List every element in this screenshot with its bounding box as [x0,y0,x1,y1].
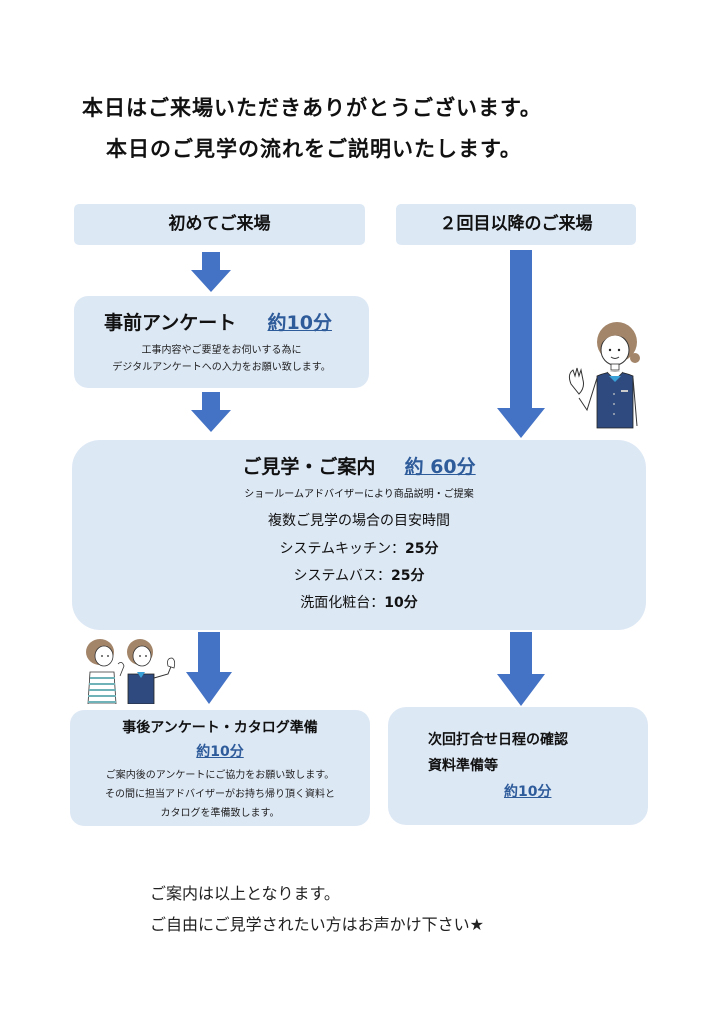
post-survey-title: 事後アンケート・カタログ準備 [122,720,318,736]
arrow-down-icon [191,252,231,292]
pre-survey-desc-2: デジタルアンケートへの入力をお願い致します。 [112,362,331,373]
repeat-visit-box: ２回目以降のご来場 [396,204,636,245]
tour-item-time: 10分 [384,595,418,611]
tour-duration: 約 60分 [404,456,476,478]
post-survey-desc-3: カタログを準備致します。 [160,808,280,819]
tour-item-label: システムキッチン： [279,541,406,557]
post-survey-desc-1: ご案内後のアンケートにご協力をお願い致します。 [105,770,335,781]
tour-item-bath: システムバス：25分 [72,565,646,585]
arrow-down-icon [186,632,232,704]
repeat-visit-label: ２回目以降のご来場 [439,214,593,234]
tour-guide-title: 複数ご見学の場合の目安時間 [268,513,450,529]
staff-waving-illustration [565,318,647,434]
footer-line-1: ご案内は以上となります。 [150,884,340,903]
next-meeting-line-1: 次回打合せ日程の確認 [428,732,568,748]
footer-line-2: ご自由にご見学されたい方はお声かけ下さい★ [150,915,485,934]
greeting-line-1: 本日はご来場いただきありがとうございます。 [82,96,542,120]
pre-survey-box: 事前アンケート 約10分 工事内容やご要望をお伺いする為に デジタルアンケートへ… [74,296,369,388]
first-visit-label: 初めてご来場 [168,214,271,234]
greeting-line-2: 本日のご見学の流れをご説明いたします。 [106,137,522,161]
tour-item-label: システムバス： [293,568,392,584]
next-meeting-box: 次回打合せ日程の確認 資料準備等 約10分 [388,707,648,825]
tour-item-kitchen: システムキッチン：25分 [72,538,646,558]
post-survey-duration: 約10分 [196,744,244,760]
tour-item-label: 洗面化粧台： [300,595,385,611]
pre-survey-duration: 約10分 [267,312,332,334]
tour-item-time: 25分 [405,541,439,557]
post-survey-desc-2: その間に担当アドバイザーがお持ち帰り頂く資料と [105,789,335,800]
next-meeting-line-2: 資料準備等 [428,758,498,774]
next-meeting-duration: 約10分 [504,784,552,800]
customer-staff-illustration [80,636,180,708]
first-visit-box: 初めてご来場 [74,204,365,245]
pre-survey-desc-1: 工事内容やご要望をお伺いする為に [141,345,302,356]
post-survey-box: 事後アンケート・カタログ準備 約10分 ご案内後のアンケートにご協力をお願い致し… [70,710,370,826]
tour-title: ご見学・ご案内 [242,456,376,478]
long-arrow-down-icon [497,250,545,438]
tour-box: ご見学・ご案内 約 60分 ショールームアドバイザーにより商品説明・ご提案 複数… [72,440,646,630]
pre-survey-title: 事前アンケート [104,312,237,334]
tour-item-vanity: 洗面化粧台：10分 [72,592,646,612]
arrow-down-icon [497,632,545,706]
tour-subtitle: ショールームアドバイザーにより商品説明・ご提案 [244,489,474,500]
tour-item-time: 25分 [391,568,425,584]
arrow-down-icon [191,392,231,432]
